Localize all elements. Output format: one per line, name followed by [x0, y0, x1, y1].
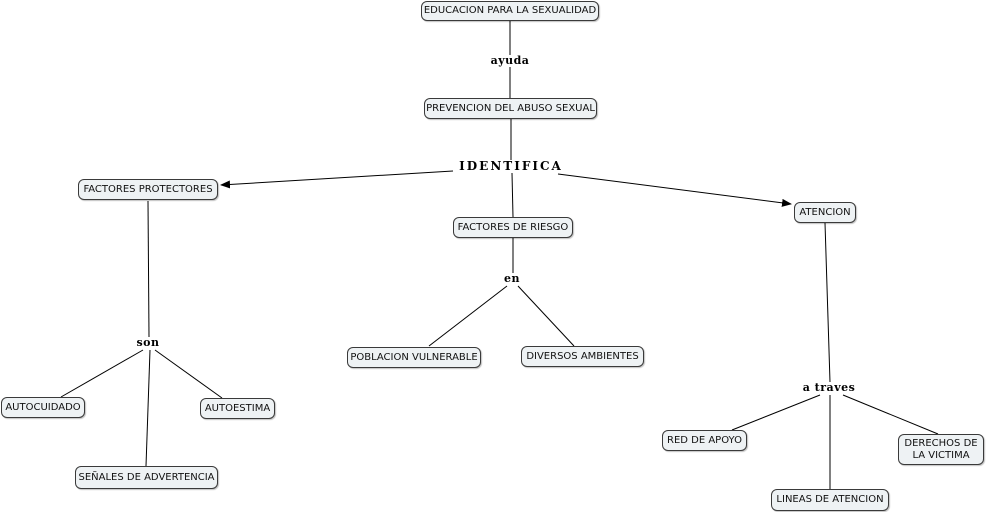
line-atraves-derechos [842, 394, 939, 435]
line-son-autoestima [154, 349, 223, 399]
line-en-poblacion [428, 285, 508, 347]
link-a-traves: a traves [800, 381, 858, 394]
node-autoestima[interactable]: AUTOESTIMA [200, 398, 275, 419]
node-autocuidado[interactable]: AUTOCUIDADO [1, 397, 85, 418]
node-prevencion[interactable]: PREVENCION DEL ABUSO SEXUAL [424, 98, 597, 119]
node-factores-protectores[interactable]: FACTORES PROTECTORES [78, 179, 218, 200]
link-en: en [502, 272, 522, 285]
line-identifica-atencion [557, 173, 792, 207]
line-protectores-son [147, 200, 150, 338]
line-identifica-factores-riesgo [511, 172, 514, 218]
node-red-apoyo[interactable]: RED DE APOYO [662, 430, 747, 451]
line-en-ambientes [517, 285, 575, 347]
node-atencion[interactable]: ATENCION [794, 202, 856, 223]
link-son: son [134, 336, 162, 349]
node-ambientes[interactable]: DIVERSOS AMBIENTES [521, 346, 644, 367]
line-atraves-red [731, 394, 821, 431]
node-senales[interactable]: SEÑALES DE ADVERTENCIA [75, 466, 218, 489]
node-educacion[interactable]: EDUCACION PARA LA SEXUALIDAD [421, 1, 599, 21]
link-ayuda: ayuda [488, 54, 532, 67]
line-identifica-factores-protectores [220, 170, 454, 189]
link-identifica: IDENTIFICA [457, 159, 565, 173]
node-lineas[interactable]: LINEAS DE ATENCION [771, 489, 889, 511]
node-poblacion[interactable]: POBLACION VULNERABLE [347, 347, 481, 368]
line-atencion-atraves [824, 222, 831, 383]
line-son-autocuidado [60, 349, 144, 398]
node-factores-riesgo[interactable]: FACTORES DE RIESGO [453, 217, 573, 238]
line-son-senales [145, 349, 151, 467]
node-derechos[interactable]: DERECHOS DE LA VICTIMA [898, 434, 984, 465]
